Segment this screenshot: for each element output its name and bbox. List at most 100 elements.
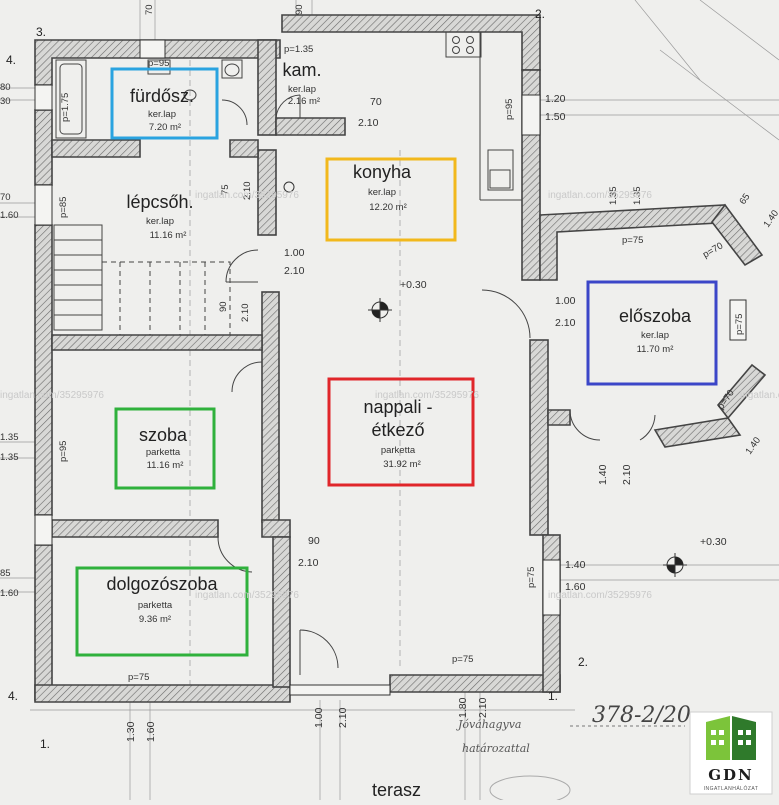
room-area: 11.16 m² [147,460,184,471]
dim-150: 1.50 [545,111,566,123]
building-icon [706,716,756,760]
room-floor: parketta [146,447,181,458]
dim-210-kam: 2.10 [358,117,379,129]
stairwell-floor: ker.lap [146,216,174,227]
dim-130: 1.30 [125,721,137,742]
hallway-highlight-box [586,280,718,386]
dim-p95-top: p=95 [148,58,169,69]
bathroom-highlight-box [110,67,219,140]
dim-160-bot: 1.60 [145,721,157,742]
resolution-number: 378-2/20 [592,703,691,728]
bathroom-area: 7.20 m² [149,122,181,133]
dim-210-bot2: 2.10 [337,707,349,728]
study-area: 9.36 m² [139,614,171,625]
bathroom-name: fürdősz. [130,86,194,106]
hallway-floor: ker.lap [641,330,669,341]
dim-135-left: 1.35 [0,432,19,443]
bathroom-floor: ker.lap [148,109,176,120]
dim-p75-dolg: p=75 [128,672,149,683]
dim-100-mid: 1.00 [284,247,305,259]
gdn-logo: GDN INGATLANHÁLÓZAT [689,711,773,795]
dim-90-top: 90 [294,4,305,15]
living-name-line2: étkező [371,420,424,440]
axis-1-right: 1. [548,689,558,703]
stairwell-name: lépcsőh. [126,192,193,212]
dim-210-vert: 2.10 [242,182,253,201]
dim-210-right: 2.10 [555,317,576,329]
dim-90-mid: 90 [218,301,229,312]
living-name-line1: nappali - [363,397,432,417]
axis-2-right: 2. [578,655,588,669]
hallway-area: 11.70 m² [637,344,674,355]
dim-210-bot3: 2.10 [477,697,489,718]
logo-text: GDN [708,766,754,784]
dim-70-top: 70 [144,4,155,15]
hallway-name: előszoba [619,306,692,326]
kitchen-area: 12.20 m² [369,202,407,213]
dim-160-left: 1.60 [0,210,19,221]
bathroom-fixtures [55,59,243,139]
kitchen-highlight-box [325,157,457,242]
dim-70-kam: 70 [370,96,382,108]
level-plus030-outside: +0.30 [700,536,727,548]
dim-p75-elo-r: p=75 [734,314,745,335]
pantry-area: 2.16 m² [288,96,320,107]
level-plus030: +0.30 [400,279,427,291]
living-highlight-box [327,377,475,487]
dim-100-bot: 1.00 [313,707,325,728]
dim-p75-nap: p=75 [452,654,473,665]
axis-4-bottom: 4. [8,689,18,703]
logo-subtext: INGATLANHÁLÓZAT [704,785,759,792]
room-labels: fürdősz. ker.lap 7.20 m² kam. ker.lap 2.… [106,60,692,625]
terrace-label: terasz [372,780,421,800]
dim-85-left: 85 [0,568,11,579]
dim-210-mid2: 2.10 [240,304,251,323]
dim-p135: p=1.35 [284,44,313,55]
watermark-7: ingatlan.com/35295976 [548,590,652,601]
room-highlight-box [114,407,216,490]
staircase [53,224,231,335]
resolution-note: határozattal [462,742,530,755]
living-floor: parketta [381,445,416,456]
kitchen-name: konyha [353,162,412,182]
pantry-name: kam. [282,60,321,80]
walls [34,14,767,703]
dim-p85: p=85 [58,197,69,218]
footer-notes: Jóváhagyva határozattal 378-2/20 terasz [372,703,691,805]
study-name: dolgozószoba [106,574,218,594]
dim-135b-elo: 1.35 [632,187,643,206]
dim-p175: p=1.75 [60,93,71,122]
axis-markers: 3. 4. 2. 4. 1. 1. 2. [6,7,588,751]
watermark-5: ingatlan.com/35295976 [740,390,779,401]
dim-140-out: 1.40 [565,559,586,571]
level-markers [283,181,687,577]
dim-65: 65 [737,192,752,207]
dim-160b-left: 1.60 [0,588,19,599]
dim-120: 1.20 [545,93,566,105]
dim-75: 75 [220,184,231,195]
dim-135b-left: 1.35 [0,452,19,463]
dim-80: 80 [0,82,11,93]
dim-210-bot: 2.10 [298,557,319,569]
dim-160-out: 1.60 [565,581,586,593]
kitchen-fixtures [445,31,522,201]
kitchen-floor: ker.lap [368,187,396,198]
watermarks: ingatlan.com/35295976 ingatlan.com/35295… [0,190,779,601]
dim-p75-bot: p=75 [526,567,537,588]
watermark-3: ingatlan.com/35295976 [0,390,104,401]
axis-3: 3. [36,25,46,39]
study-highlight-box [75,566,249,657]
room-name: szoba [139,425,188,445]
approval-note: Jóváhagyva [456,718,521,731]
dim-p75-elo: p=75 [622,235,643,246]
windows [34,39,747,696]
dim-p95-right: p=95 [504,99,515,120]
dim-135-elo: 1.35 [608,187,619,206]
dim-70-left: 70 [0,192,11,203]
pantry-floor: ker.lap [288,84,316,95]
study-floor: parketta [138,600,173,611]
stairwell-area: 11.16 m² [150,230,187,241]
